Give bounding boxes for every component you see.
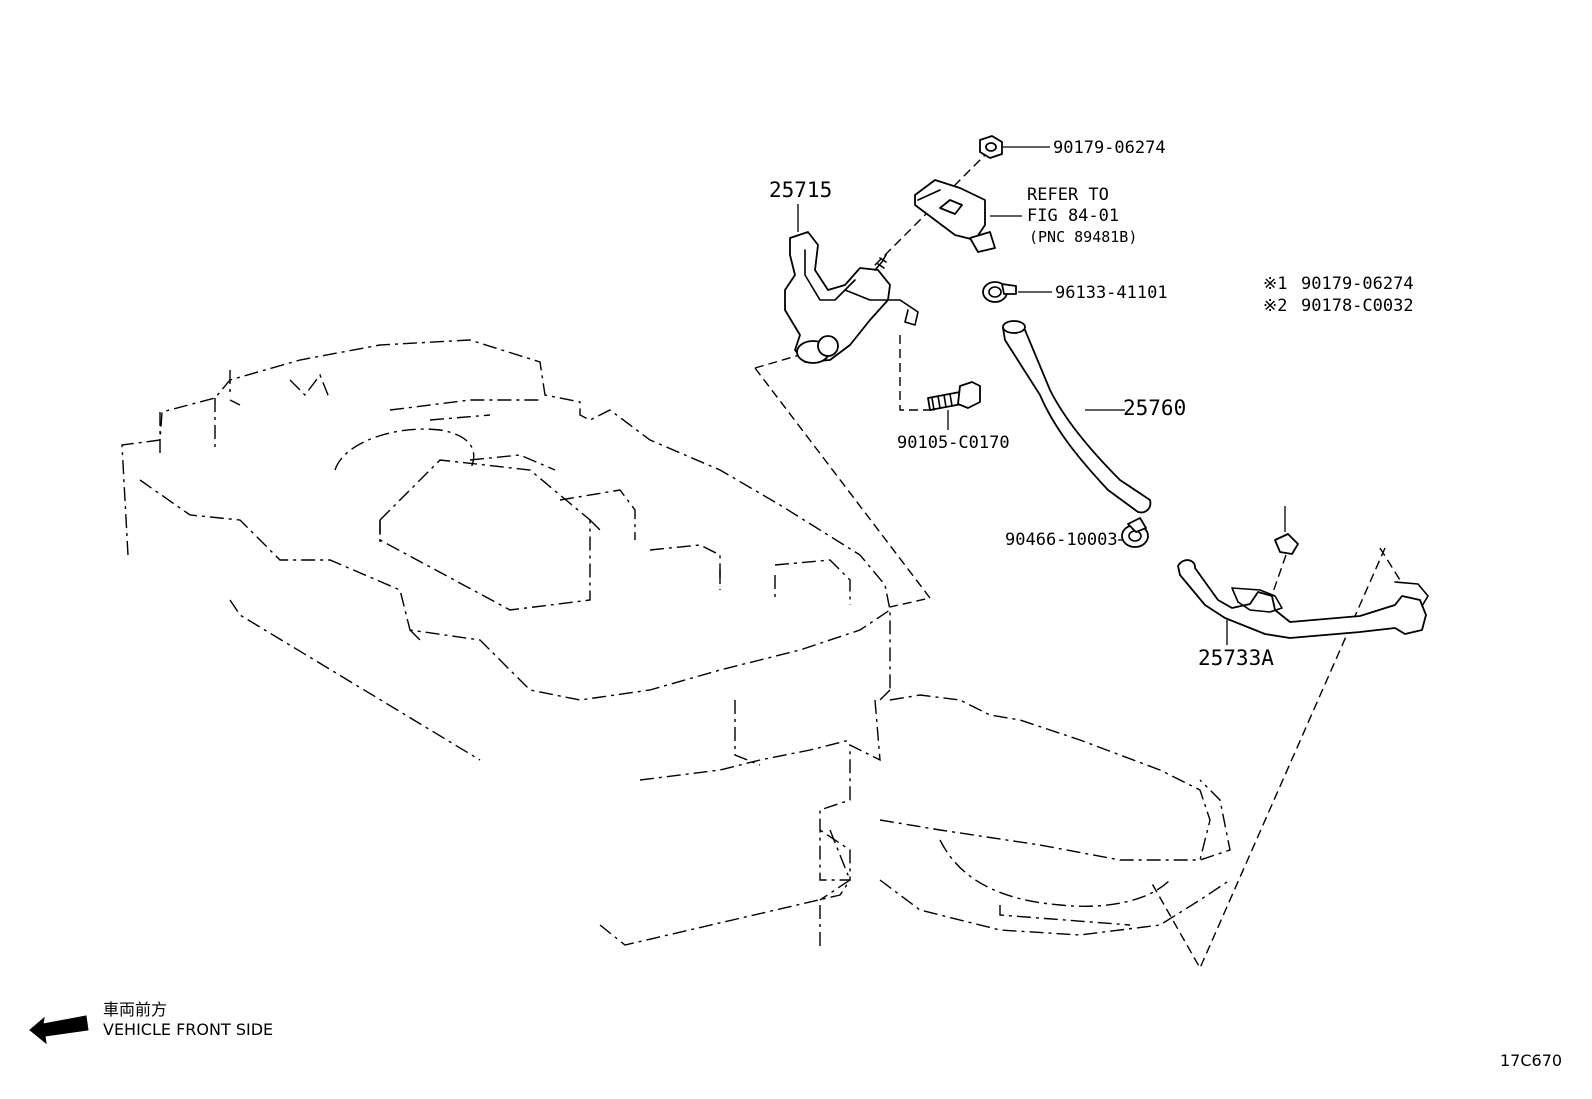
clamp-upper: 96133-41101 bbox=[982, 281, 1168, 303]
note1-part: 90179-06274 bbox=[1301, 274, 1414, 294]
nut-top: 90179-06274 bbox=[979, 135, 1166, 159]
clamp-lower: 90466-10003 bbox=[1005, 517, 1149, 550]
front-side-legend: 車両前方 VEHICLE FRONT SIDE bbox=[29, 1000, 273, 1045]
hose: 25760 bbox=[1002, 320, 1186, 514]
note1-mark: ※1 bbox=[1263, 274, 1287, 294]
bolt: 90105-C0170 bbox=[897, 381, 1010, 453]
footnotes: ※1 90179-06274 ※2 90178-C0032 bbox=[1263, 274, 1414, 316]
bolt-label: 90105-C0170 bbox=[897, 433, 1010, 453]
refer-line-3: (PNC 89481B) bbox=[1029, 228, 1137, 246]
pipe: 25733A bbox=[1177, 506, 1429, 670]
bracket: 25715 bbox=[769, 178, 919, 364]
figure-code: 17C670 bbox=[1500, 1051, 1562, 1070]
legend-en: VEHICLE FRONT SIDE bbox=[103, 1020, 273, 1039]
refer-line-1: REFER TO bbox=[1027, 185, 1109, 205]
assembly-lines bbox=[754, 149, 1401, 970]
nut-top-label: 90179-06274 bbox=[1053, 138, 1166, 158]
note2-part: 90178-C0032 bbox=[1301, 296, 1414, 316]
bracket-label: 25715 bbox=[769, 178, 832, 202]
engine-outline bbox=[121, 339, 1231, 950]
hose-label: 25760 bbox=[1123, 396, 1186, 420]
legend-jp: 車両前方 bbox=[103, 1000, 167, 1019]
pressure-sensor: REFER TO FIG 84-01 (PNC 89481B) bbox=[914, 179, 1137, 253]
pipe-label: 25733A bbox=[1198, 646, 1274, 670]
left-arrow-icon bbox=[29, 1015, 89, 1045]
clamp-upper-label: 96133-41101 bbox=[1055, 283, 1168, 303]
note2-mark: ※2 bbox=[1263, 296, 1287, 316]
refer-line-2: FIG 84-01 bbox=[1027, 206, 1119, 226]
clamp-lower-label: 90466-10003 bbox=[1005, 530, 1118, 550]
